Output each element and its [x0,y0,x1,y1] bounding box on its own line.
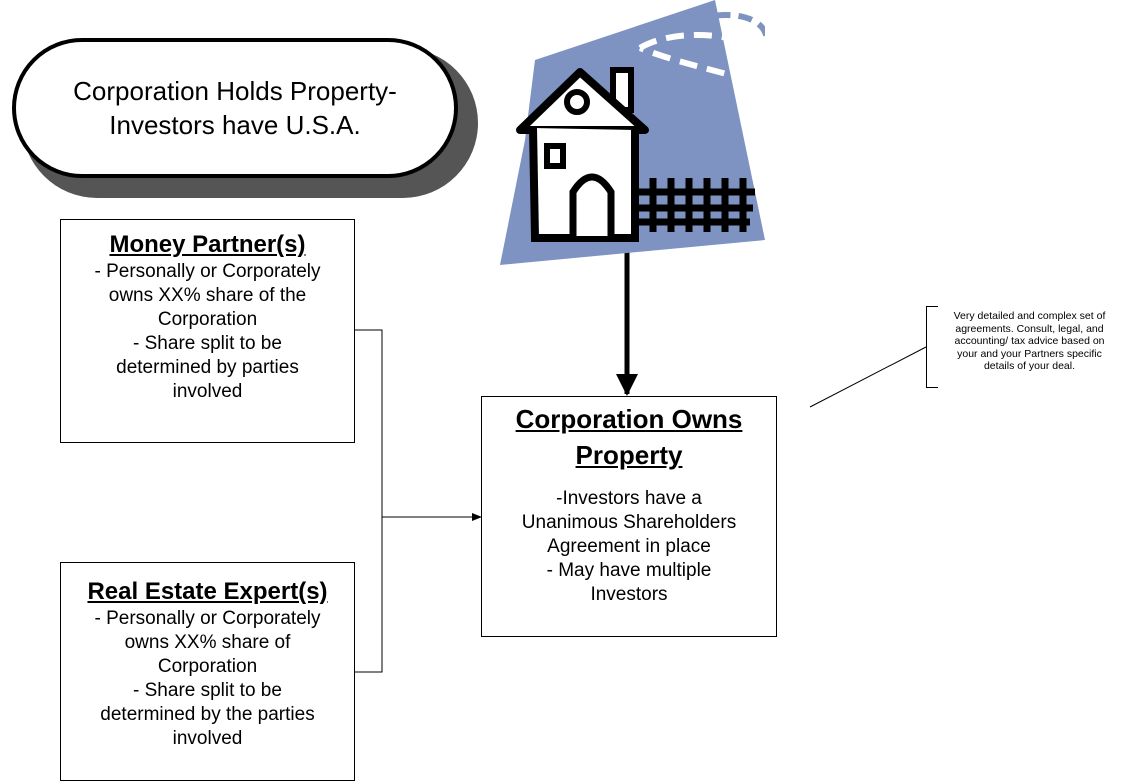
money-partner-line: involved [172,381,243,402]
corporation-box: Corporation Owns Property -Investors hav… [481,396,777,637]
money-partner-box: Money Partner(s) - Personally or Corpora… [60,219,355,443]
corporation-line: -Investors have a [556,488,702,509]
note-line: details of your deal. [983,360,1076,372]
real-estate-expert-line: owns XX% share of [124,632,291,653]
money-partner-line: - Personally or Corporately [94,261,321,282]
title-pill: Corporation Holds Property- Investors ha… [12,38,458,178]
real-estate-expert-line: determined by the parties [100,704,315,725]
corporation-heading-line-1: Corporation Owns [515,404,743,434]
real-estate-expert-heading: Real Estate Expert(s) [87,578,328,605]
note-line: accounting/ tax advice based on [954,335,1105,347]
note-line: Very detailed and complex set of [953,310,1106,322]
money-partner-line: - Share split to be [133,333,282,354]
money-partner-line: determined by parties [116,357,299,378]
corporation-line: Agreement in place [547,536,711,557]
money-partner-line: owns XX% share of the [108,285,307,306]
corporation-line: - May have multiple [546,560,712,581]
note-bracket-top [926,306,938,307]
note-line: your and your Partners specific [957,347,1102,360]
house-clipart-icon [500,0,765,265]
title-line-2: Investors have U.S.A. [109,110,361,140]
real-estate-expert-line: - Share split to be [133,680,282,701]
note-line: agreements. Consult, legal, and [955,322,1104,335]
real-estate-expert-line: involved [172,728,243,749]
note-bracket-bottom [926,387,938,388]
note-callout-line [809,346,927,408]
spacer [482,473,776,487]
corporation-heading-line-2: Property [575,440,683,470]
real-estate-expert-line: - Personally or Corporately [94,608,321,629]
note-callout: Very detailed and complex set of agreeme… [926,306,1130,388]
real-estate-expert-box: Real Estate Expert(s) - Personally or Co… [60,562,355,781]
money-partner-heading: Money Partner(s) [109,231,306,258]
money-partner-line: Corporation [157,309,258,330]
real-estate-expert-line: Corporation [157,656,258,677]
corporation-line: Unanimous Shareholders [521,512,737,533]
title-line-1: Corporation Holds Property- [73,76,397,106]
money-partner-connector [355,329,383,673]
corporation-line: Investors [590,584,668,605]
